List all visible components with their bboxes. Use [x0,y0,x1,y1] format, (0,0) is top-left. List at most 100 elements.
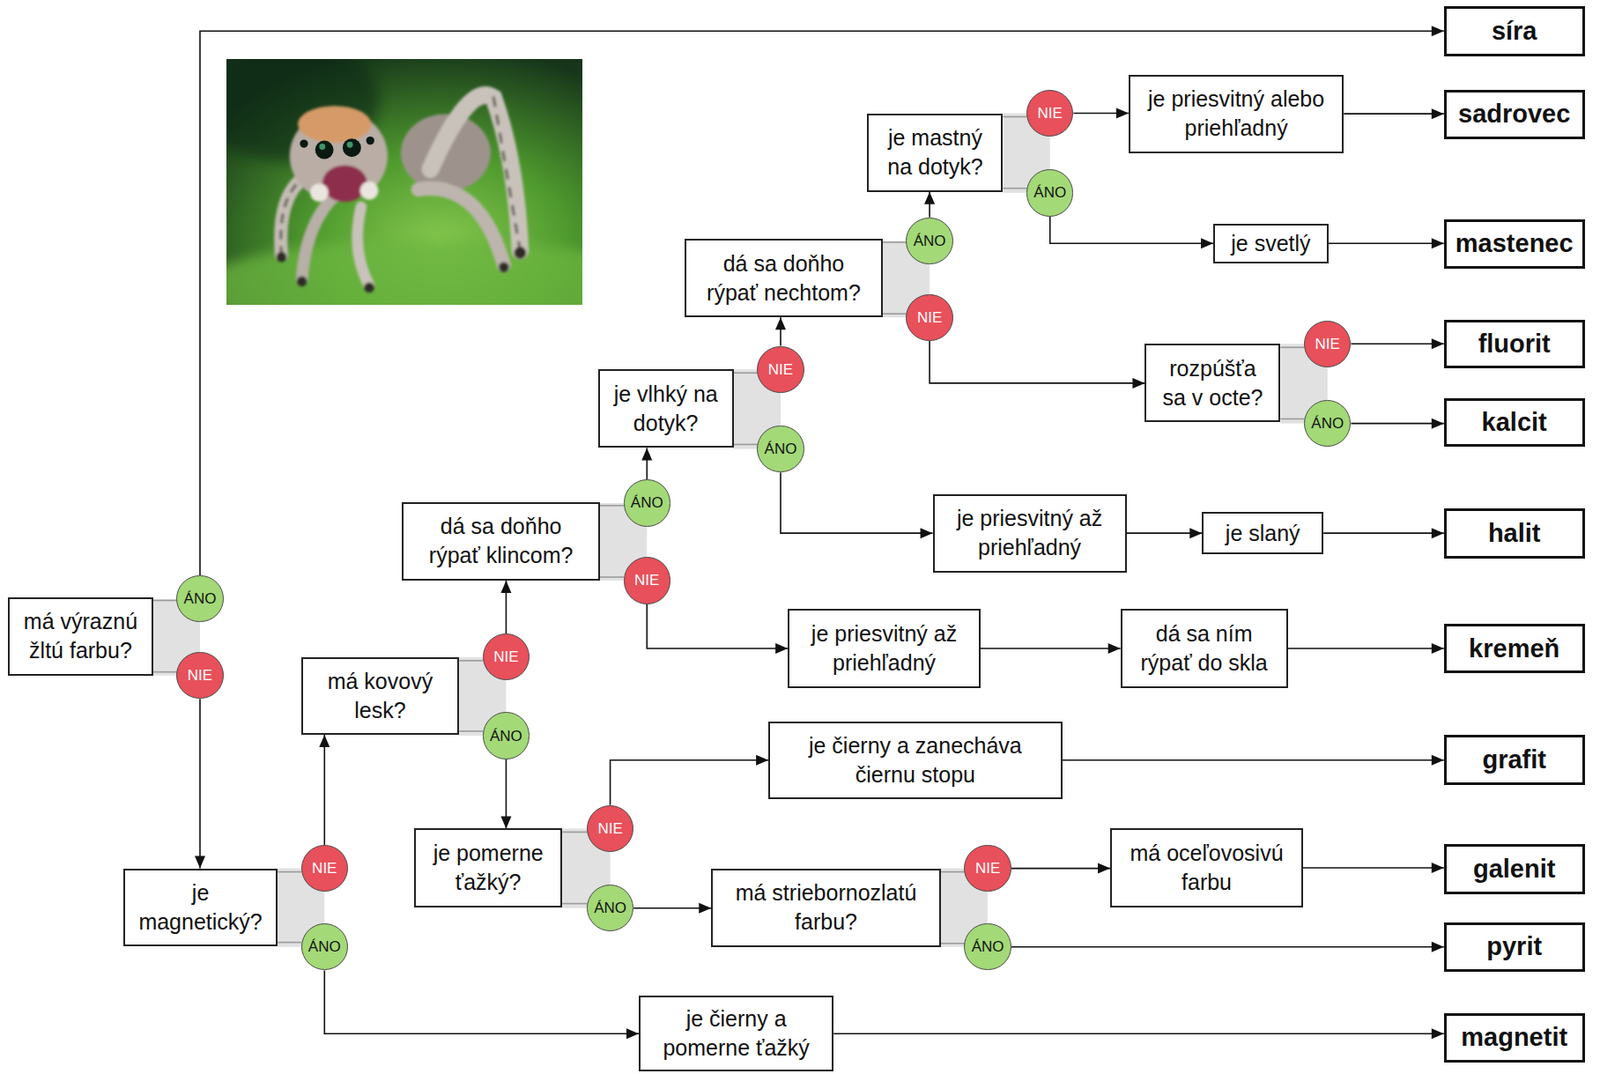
no-circle: NIE [623,556,671,604]
property-box: je svetlý [1213,223,1329,264]
spider-photo [226,59,583,305]
arrow-head [1431,643,1445,654]
connector [1002,187,1027,189]
connector-line [600,504,624,507]
connector [277,941,302,943]
yes-circle: ÁNO [1026,169,1074,216]
connector [318,734,330,845]
no-circle: NIE [963,844,1011,892]
connector-line [882,312,907,315]
node-text: NIE [917,310,942,326]
connector [980,643,1121,654]
arrow-head [1431,755,1445,766]
yes-circle: ÁNO [623,479,671,526]
connector [153,600,178,601]
node-text: ÁNO [593,900,627,916]
connector-line [940,942,965,945]
node-text: NIE [493,649,519,665]
node-text: NIE [768,362,793,378]
connector [277,871,302,873]
mineral-box: kremeň [1444,623,1586,675]
arrow-head [1431,862,1445,874]
connector [641,447,652,480]
mineral-box: pyrit [1444,922,1586,972]
connector-line [940,871,965,874]
connector [600,504,624,506]
connector [633,903,712,914]
node-text: mastenec [1455,228,1574,260]
node-text: ÁNO [1311,415,1344,431]
node-text: magnetit [1460,1022,1568,1053]
question-box: je mastný na dotyk? [866,113,1003,193]
node-text: je priesvitný až priehľadný [943,503,1117,563]
yes-circle: ÁNO [905,217,953,265]
connector-line [600,576,624,578]
no-circle: NIE [1303,320,1351,368]
node-text: je čierny a pomerne ťažký [649,1004,823,1063]
connector-line [1350,422,1444,425]
mineral-box: mastenec [1444,219,1586,269]
node-text: je slaný [1225,518,1301,549]
connector-line [1280,346,1304,349]
no-circle: NIE [482,633,530,681]
arrow-head [500,815,512,829]
connector-line [153,671,178,674]
connector-line [1288,647,1445,650]
connector [733,444,758,445]
connector [733,372,758,374]
connector-line [733,444,758,446]
property-box: je čierny a pomerne ťažký [638,995,834,1072]
connector-line [562,903,587,905]
connector [1050,216,1214,250]
connector [929,340,1145,389]
node-text: ÁNO [184,591,217,607]
connector-line [733,371,758,374]
question-box: dá sa doňho rýpať klincom? [401,502,600,581]
node-text: je mastný na dotyk? [877,123,993,182]
arrow-head [641,447,652,460]
yes-circle: ÁNO [482,711,530,759]
connector [924,192,935,218]
connector [194,698,206,868]
arrow-head [194,856,206,869]
node-text: je pomerne ťažký? [424,838,552,897]
connector-line [199,698,201,868]
connector [1073,108,1129,119]
spider [276,95,527,293]
connector-line [1343,112,1445,115]
connector-line [562,831,587,834]
connector-line [1280,418,1304,421]
node-text: je magnetický? [133,878,267,937]
connector [1303,862,1445,874]
connector-line [459,659,483,662]
connector [1062,755,1445,766]
node-text: ÁNO [489,728,523,744]
arrow-head [1431,418,1445,430]
connector [1011,863,1111,875]
connector-line [1050,216,1214,245]
arrow-head [775,643,788,654]
connector [200,25,1445,576]
arrow-head [775,317,786,330]
connector [940,942,965,944]
node-text: NIE [597,821,623,837]
question-box: je magnetický? [123,868,278,947]
question-box: má kovový lesk? [301,657,460,735]
connector [780,472,934,539]
connector [882,313,907,315]
connector [562,903,587,904]
node-text: má výraznú žltú farbu? [18,607,142,666]
property-box: má oceľovosivú farbu [1110,828,1304,907]
node-text: ÁNO [1033,185,1067,200]
connector [1350,338,1444,349]
question-box: má striebornozlatú farbu? [711,868,941,948]
node-text: ÁNO [308,939,341,955]
node-text: je čierny a zanecháva čiernu stopu [778,731,1052,790]
no-circle: NIE [905,294,953,341]
no-circle: NIE [301,844,349,892]
connector [882,242,907,244]
arrow-head [1431,338,1445,349]
connector [600,576,624,578]
property-box: je priesvitný až priehľadný [933,494,1127,573]
